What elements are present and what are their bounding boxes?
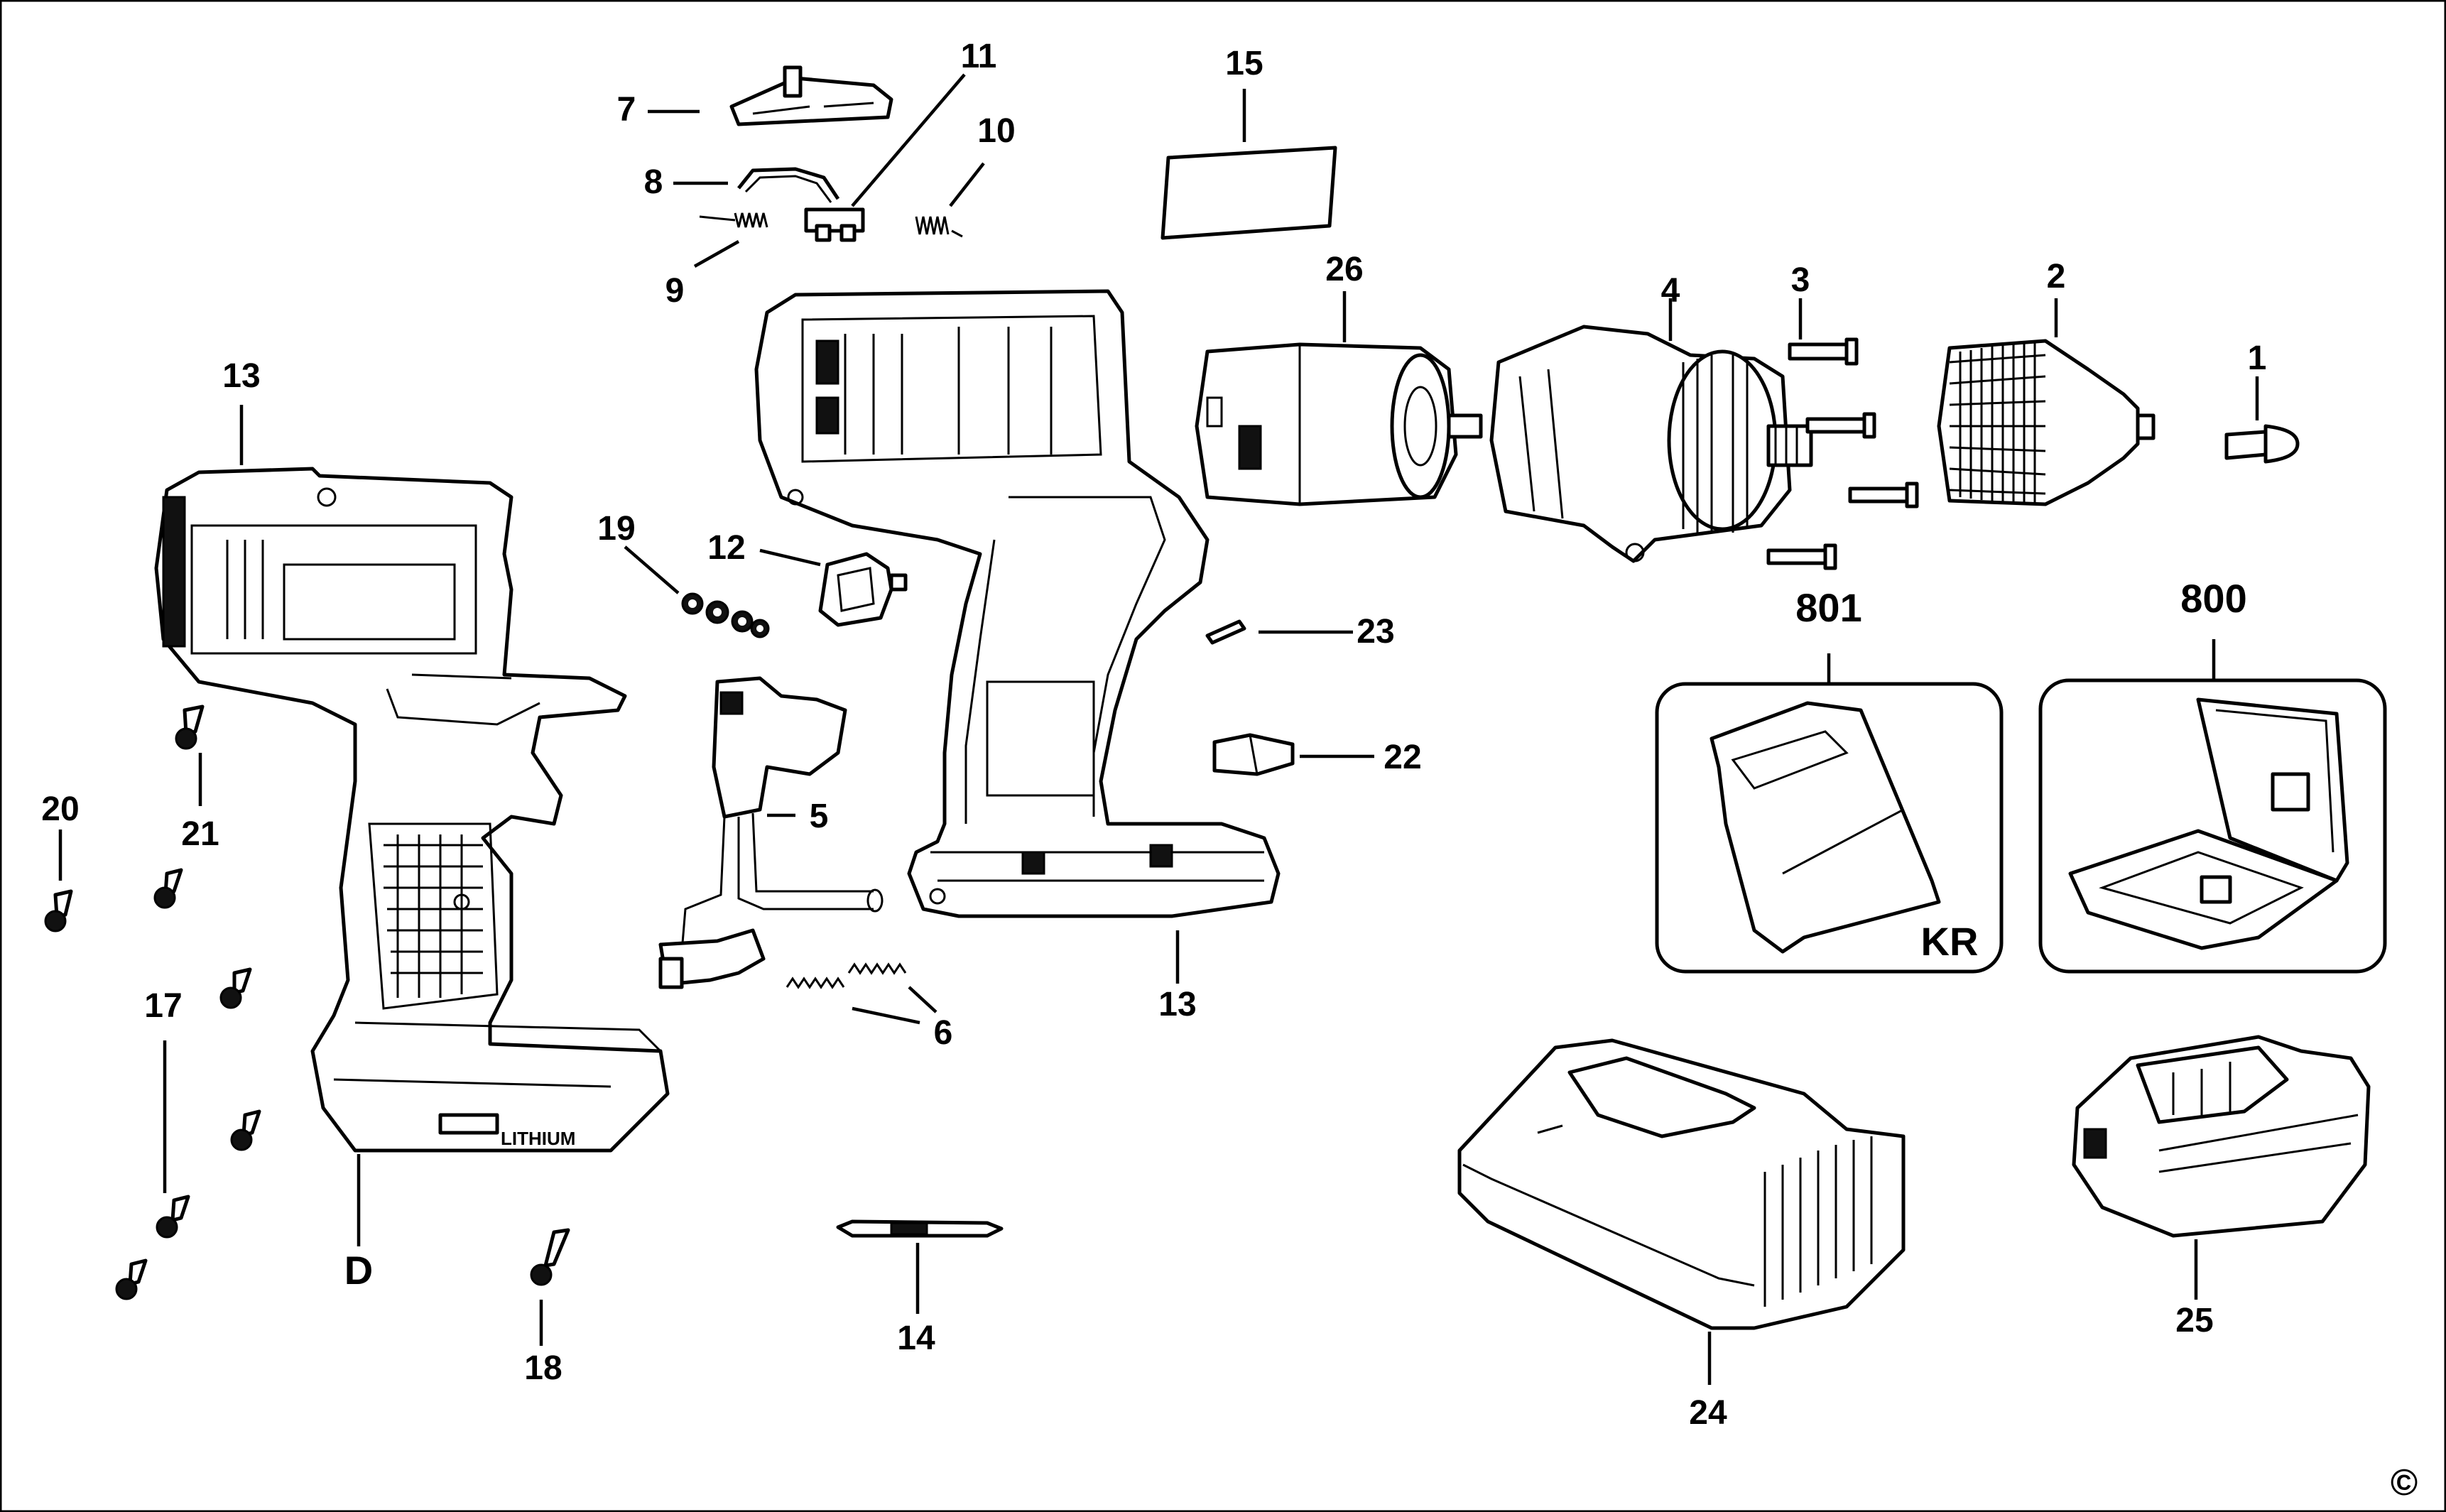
part-21-screw [175, 705, 205, 750]
callout-3: 3 [1791, 261, 1810, 299]
callout-12: 12 [707, 529, 745, 567]
leader-19 [624, 545, 680, 594]
callout-10: 10 [977, 112, 1015, 150]
part-2-keyless-chuck [1937, 339, 2156, 506]
callout-800: 800 [2180, 576, 2246, 621]
callout-13-left: 13 [222, 357, 260, 395]
part-800-carry-case-box [2038, 678, 2387, 974]
part-25-battery-pack [2072, 1035, 2371, 1238]
callout-6: 6 [934, 1014, 953, 1052]
leader-12 [759, 548, 821, 567]
callout-labels: 1 2 3 4 5 6 7 8 9 10 11 12 13 13 14 15 1… [41, 38, 2418, 1503]
callout-4: 4 [1661, 272, 1680, 310]
callout-26: 26 [1325, 251, 1363, 288]
part-12-forward-reverse-bracket [818, 552, 908, 627]
callout-5: 5 [810, 798, 829, 835]
part-20-screw [44, 889, 73, 932]
leader-6b [908, 986, 937, 1013]
part-19-nuts [681, 592, 770, 638]
callout-1: 1 [2248, 339, 2267, 377]
part-6-springs [786, 962, 907, 989]
callout-15: 15 [1225, 45, 1263, 82]
part-13-left-housing [154, 467, 670, 1153]
leader-9 [693, 240, 740, 268]
part-22-clip [1212, 733, 1295, 776]
callout-17: 17 [144, 987, 182, 1025]
part-18-long-screw [530, 1228, 570, 1286]
callout-24: 24 [1689, 1394, 1727, 1432]
leader-6a [852, 1006, 920, 1025]
part-24-charger [1457, 1038, 1906, 1330]
callout-19: 19 [597, 510, 635, 548]
part-10-spring [915, 216, 963, 238]
part-11-latch [804, 207, 865, 242]
bag-marking-kr: KR [1921, 919, 1979, 964]
leader-11 [851, 73, 966, 207]
callout-23: 23 [1357, 613, 1394, 651]
part-801-accessory-bag-box [1655, 682, 2004, 974]
callout-D: D [344, 1248, 373, 1293]
callout-11: 11 [961, 38, 997, 75]
callout-8: 8 [644, 163, 663, 201]
part-14-screwdriver-bit [836, 1219, 1004, 1238]
part-3-gearbox-screws [1766, 337, 1919, 570]
part-9-spring [699, 212, 768, 228]
part-1-chuck-screw [2224, 424, 2300, 464]
part-5-trigger-switch [658, 676, 884, 989]
callout-22: 22 [1384, 739, 1421, 776]
part-15-label-plate [1161, 146, 1337, 240]
part-17-screws [115, 868, 261, 1300]
part-13-right-housing [754, 289, 1281, 918]
callout-18: 18 [524, 1349, 562, 1387]
copyright-mark: © [2391, 1462, 2418, 1503]
housing-lithium-marking: LITHIUM [501, 1128, 575, 1149]
part-26-motor [1195, 342, 1483, 506]
part-8-spring-clip [737, 167, 840, 203]
callout-25: 25 [2175, 1302, 2213, 1339]
callout-801: 801 [1795, 585, 1861, 630]
callout-9: 9 [665, 272, 685, 310]
callout-2: 2 [2047, 258, 2066, 295]
leader-10 [949, 162, 985, 207]
callout-14: 14 [897, 1320, 935, 1357]
part-4-gearbox [1489, 325, 1813, 563]
callout-13-right: 13 [1158, 986, 1196, 1023]
callout-21: 21 [181, 815, 219, 853]
part-23-pin [1205, 619, 1246, 645]
callout-7: 7 [617, 91, 636, 129]
callout-20: 20 [41, 790, 79, 828]
part-7-switch-slider [729, 65, 893, 126]
